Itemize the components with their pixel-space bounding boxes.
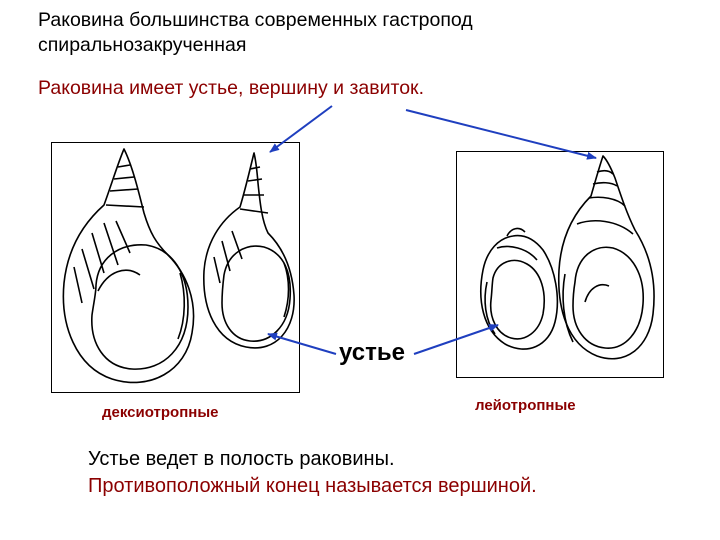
dextral-label: дексиотропные — [102, 404, 219, 421]
dextral-shells-panel — [51, 142, 300, 393]
dextral-shells-illustration — [62, 148, 295, 384]
sinistral-shells-panel — [456, 151, 664, 378]
sinistral-shells-illustration — [480, 155, 655, 360]
shell-sinistral-small — [480, 227, 559, 350]
shell-dextral-large — [62, 148, 195, 384]
page-subtitle: Раковина имеет устье, вершину и завиток. — [38, 77, 424, 99]
aperture-note: Устье ведет в полость раковины. — [88, 448, 395, 470]
shell-sinistral-large — [557, 155, 655, 360]
apex-note: Противоположный конец называется вершино… — [88, 475, 537, 497]
page-title: Раковина большинства современных гастроп… — [38, 9, 473, 56]
aperture-label: устье — [336, 339, 408, 367]
shell-dextral-small — [203, 152, 295, 349]
sinistral-label: лейотропные — [475, 397, 576, 414]
